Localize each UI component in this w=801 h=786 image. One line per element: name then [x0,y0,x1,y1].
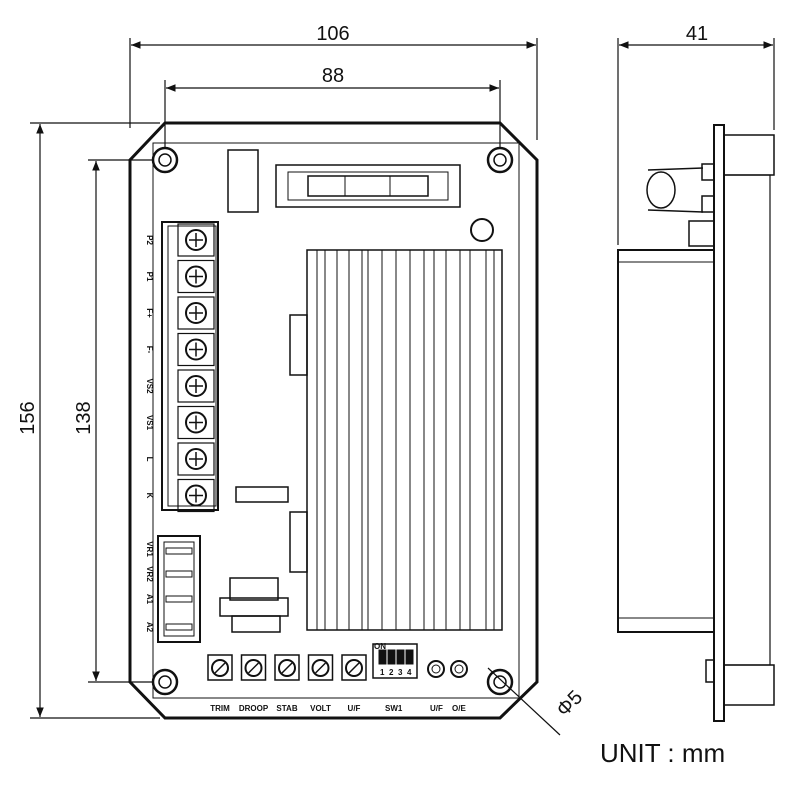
pot-label: STAB [276,704,297,713]
pot-label: TRIM [210,704,230,713]
screw-terminal [177,405,215,440]
terminal-label: F+ [145,308,154,318]
screw-terminal [177,332,215,367]
unit-label: UNIT : mm [600,738,725,768]
leds [427,660,468,678]
dim-hole-diameter: Φ5 [552,686,587,721]
dim-overall-height: 156 [17,401,39,434]
dimension-lines [30,38,775,719]
screw-terminal [177,259,215,294]
screw-terminal [177,296,215,330]
pot-label: U/F [348,704,361,713]
aux-terminal-label: A1 [145,594,154,605]
front-view [128,121,561,736]
led-label-uf: U/F [430,704,443,713]
aux-terminal-label: A2 [145,622,154,633]
svg-text:1: 1 [380,668,385,677]
aux-terminal-label: VR1 [145,541,154,557]
screw-terminal [177,478,215,513]
small-component [235,486,289,503]
transformer-component [219,577,289,633]
heatsink-clip-top [289,314,308,376]
svg-text:2: 2 [389,668,394,677]
pot-label: VOLT [310,704,331,713]
hole-diameter-leader [487,667,561,736]
screw-terminal [177,223,215,257]
pot-label: DROOP [239,704,269,713]
potentiometer [274,654,300,681]
terminal-label: P1 [145,272,154,282]
dip-position-labels: 1 2 3 4 [380,668,412,677]
led-label-oe: O/E [452,704,466,713]
inner-panel [152,142,520,699]
board-outline [128,121,539,720]
aux-terminal-label: VR2 [145,566,154,582]
screw-terminals [177,223,215,513]
terminal-label: VS1 [145,415,154,431]
dim-hole-spacing-width: 88 [322,65,344,87]
potentiometer [207,654,233,681]
screw-terminal [177,442,215,476]
fuse-holder [275,164,461,208]
potentiometer [307,654,334,681]
terminal-label: P2 [145,235,154,245]
svg-text:4: 4 [407,668,412,677]
side-component [688,220,715,247]
side-bottom-flange [723,664,775,706]
top-block-component [227,149,259,213]
dim-depth: 41 [686,23,708,45]
heatsink-clip-bottom [289,511,308,573]
side-body [723,174,771,666]
side-led [705,659,715,683]
terminal-label: K [145,493,154,499]
side-view [617,124,775,722]
terminal-block [161,221,219,511]
terminal-label: L [145,457,154,462]
potentiometer-row [207,654,367,681]
side-board [713,124,725,722]
terminal-label: VS2 [145,378,154,394]
dip-on-label: ON [374,642,386,651]
svg-text:3: 3 [398,668,403,677]
side-fuse-clips [646,163,715,213]
dip-switch [372,643,418,679]
potentiometer [240,654,267,681]
round-component [470,218,494,242]
terminal-label: F- [145,346,154,354]
aux-connector [157,535,201,643]
dim-overall-width: 106 [316,23,349,45]
heatsink [306,249,503,631]
switch-label: SW1 [385,704,403,713]
screw-terminal [177,369,215,403]
pot-labels: TRIM DROOP STAB VOLT U/F [210,704,360,713]
potentiometer [341,654,367,681]
dim-hole-spacing-height: 138 [73,401,95,434]
side-heatsink [617,249,715,633]
side-top-flange [723,134,775,176]
